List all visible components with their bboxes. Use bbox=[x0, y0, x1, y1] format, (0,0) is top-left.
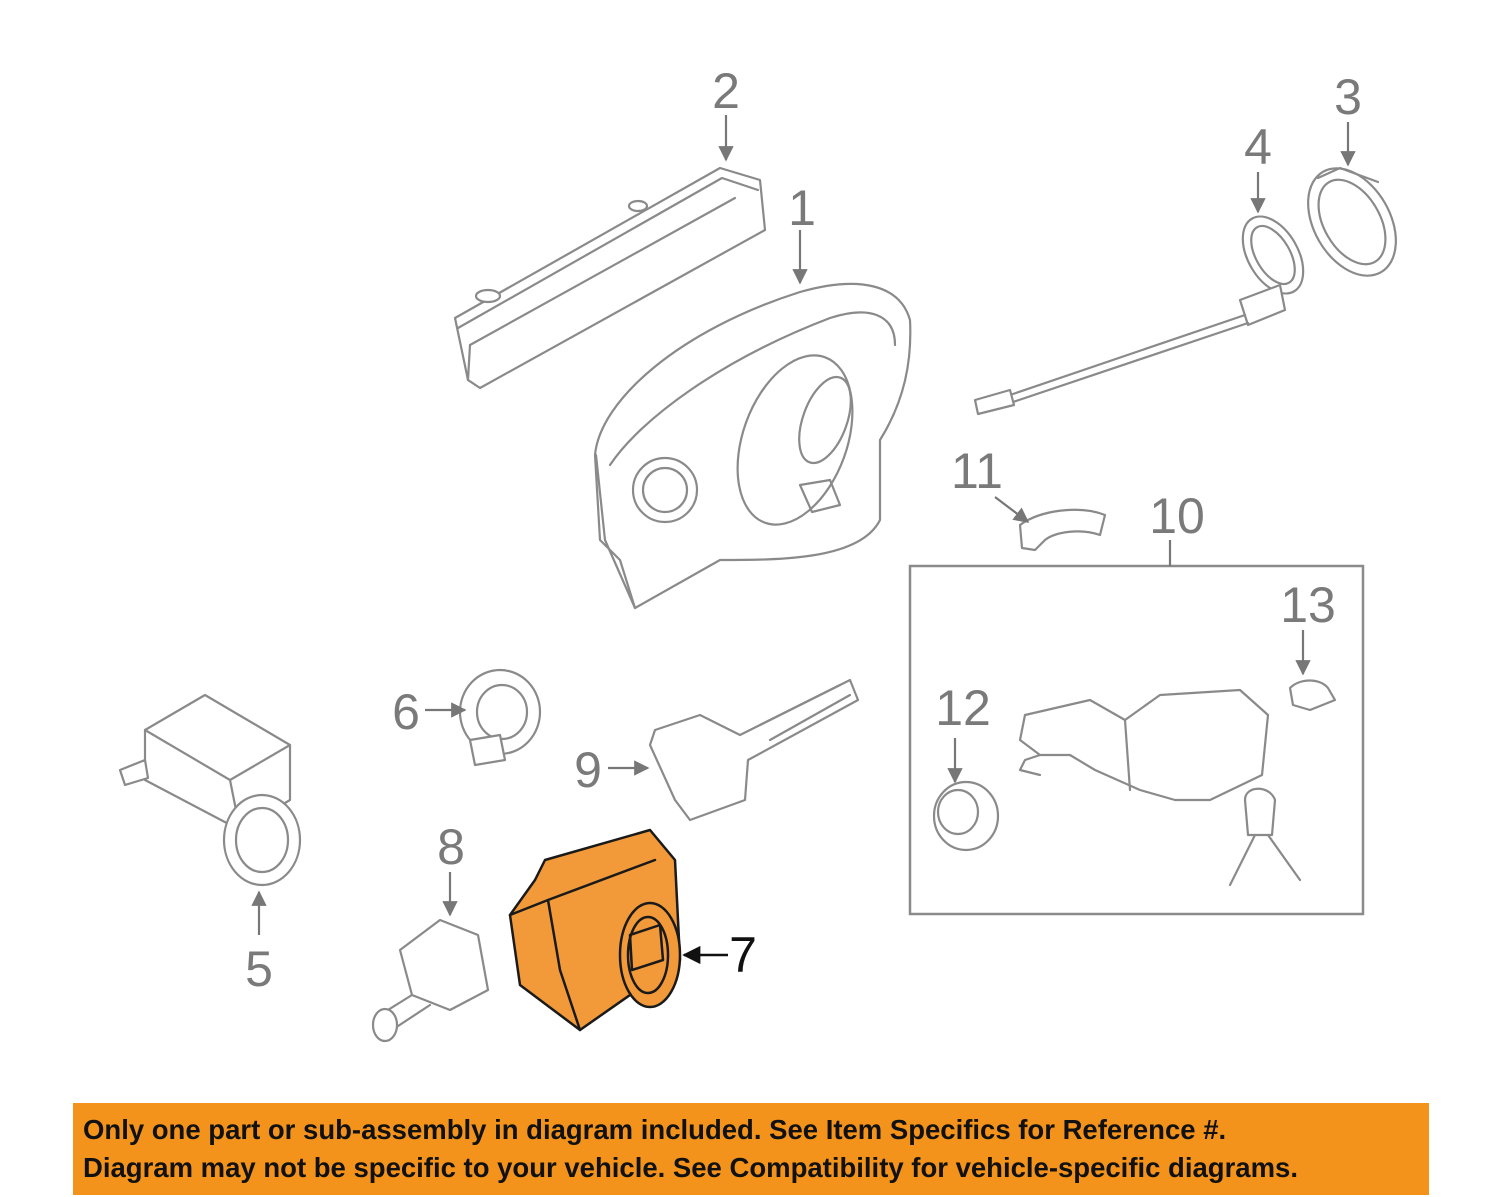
part-4-antenna-ring bbox=[973, 215, 1305, 416]
callout-2: 2 bbox=[712, 63, 740, 119]
part-6-ring bbox=[458, 668, 542, 767]
part-3-ring bbox=[1307, 166, 1397, 277]
part-2-trim-strip bbox=[453, 166, 767, 390]
callout-9: 9 bbox=[574, 742, 602, 798]
part-9-switch bbox=[648, 678, 860, 822]
disclaimer-line-2: Diagram may not be specific to your vehi… bbox=[83, 1152, 1298, 1183]
disclaimer-line-1: Only one part or sub-assembly in diagram… bbox=[83, 1114, 1227, 1145]
part-5-module bbox=[118, 693, 302, 887]
callout-1: 1 bbox=[788, 180, 816, 236]
part-8-switch bbox=[371, 918, 490, 1043]
part-11-bracket bbox=[1018, 508, 1107, 552]
arrow-11 bbox=[994, 496, 1030, 523]
callout-3: 3 bbox=[1334, 69, 1362, 125]
part-1-column-cover bbox=[593, 282, 912, 610]
callout-6: 6 bbox=[392, 684, 420, 740]
callout-5: 5 bbox=[245, 941, 273, 997]
callout-11: 11 bbox=[951, 443, 1003, 499]
part-7-clockspring bbox=[508, 828, 682, 1032]
disclaimer-banner: Only one part or sub-assembly in diagram… bbox=[73, 1103, 1429, 1195]
callout-7: 7 bbox=[729, 927, 757, 983]
part-10-ignition-assembly bbox=[1018, 688, 1302, 887]
part-13-clip bbox=[1288, 679, 1337, 712]
callout-13: 13 bbox=[1280, 577, 1336, 633]
part-10-group-box bbox=[908, 540, 1365, 916]
callout-4: 4 bbox=[1244, 119, 1272, 175]
callout-12: 12 bbox=[935, 680, 991, 736]
part-12-lock-cylinder bbox=[932, 780, 1000, 852]
callout-8: 8 bbox=[437, 819, 465, 875]
callout-10: 10 bbox=[1149, 488, 1205, 544]
